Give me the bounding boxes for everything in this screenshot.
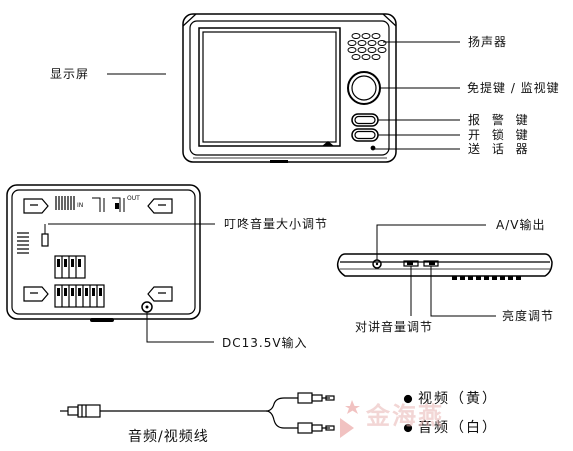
- microphone-hole: [370, 145, 376, 151]
- label-handsfree-monitor-key: 免提键 / 监视键: [467, 81, 560, 95]
- speaker-grille: [347, 33, 387, 60]
- leader-lines: [44, 41, 496, 343]
- label-ring-volume: 叮咚音量大小调节: [224, 217, 329, 231]
- label-video-yellow: 视频（黄）: [418, 391, 498, 407]
- label-talk-volume: 对讲音量调节: [355, 320, 434, 334]
- label-audio-white: 音频（白）: [418, 420, 498, 436]
- alarm-button: [351, 113, 379, 127]
- monitor-front-view: [182, 13, 397, 163]
- terminal-block-lower: [54, 284, 105, 308]
- terminal-block-upper: [54, 255, 86, 279]
- watermark-text: 金海燕: [366, 402, 444, 430]
- av-cable: [60, 392, 413, 434]
- unlock-button: [351, 128, 379, 142]
- label-port-in: IN: [77, 202, 84, 209]
- label-port-out: OUT: [127, 195, 140, 202]
- label-av-output: A/V输出: [496, 218, 546, 232]
- label-microphone: 送 话 器: [468, 142, 532, 156]
- monitor-side-view: [336, 253, 553, 280]
- ring-volume-knob: [41, 233, 49, 247]
- mounting-brackets: [23, 198, 173, 302]
- watermark-logo: [340, 400, 360, 438]
- handsfree-button: [347, 71, 381, 105]
- side-view-vents: [452, 276, 521, 280]
- monitor-back-view: [6, 184, 201, 322]
- label-unlock-key: 开 锁 键: [468, 128, 532, 142]
- label-alarm-key: 报 警 键: [468, 113, 532, 127]
- label-dc-input: DC13.5V输入: [222, 336, 308, 350]
- display-screen: [198, 27, 341, 147]
- side-vents: [17, 232, 29, 254]
- label-brightness: 亮度调节: [502, 309, 555, 323]
- label-speaker: 扬声器: [468, 35, 508, 49]
- top-vents: [55, 196, 75, 210]
- label-av-cable: 音频/视频线: [128, 429, 209, 445]
- label-display-screen: 显示屏: [50, 67, 90, 81]
